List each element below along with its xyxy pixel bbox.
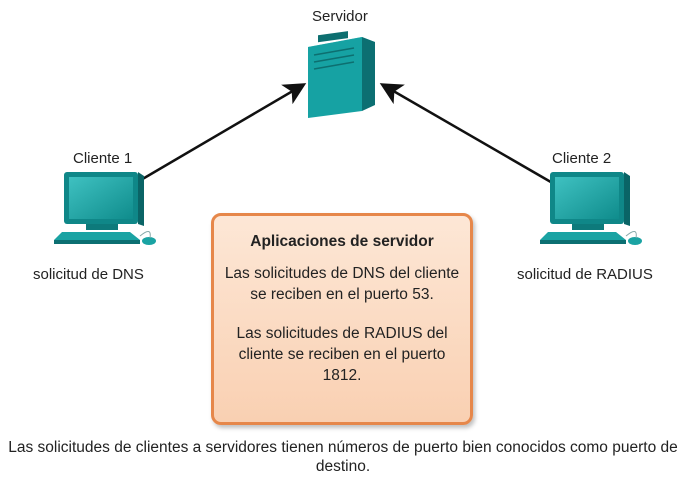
server-label: Servidor: [312, 8, 368, 25]
computer-icon: [54, 172, 156, 245]
radius-port-text: Las solicitudes de RADIUS del cliente se…: [236, 325, 448, 384]
computer-icon: [540, 172, 642, 245]
caption: Las solicitudes de clientes a servidores…: [8, 439, 678, 475]
client1-label: Cliente 1: [73, 150, 133, 167]
arrow-client1-to-server: [133, 83, 307, 186]
dns-port-text: Las solicitudes de DNS del cliente se re…: [224, 265, 460, 303]
client1-request-label: solicitud de DNS: [33, 266, 144, 283]
info-box-title: Aplicaciones de servidor: [250, 233, 434, 250]
server-applications-box: Aplicaciones de servidor Las solicitudes…: [211, 213, 473, 425]
client2-label: Cliente 2: [552, 150, 612, 167]
client2-request-label: solicitud de RADIUS: [517, 266, 653, 283]
server-icon: [308, 31, 375, 118]
arrow-client2-to-server: [379, 83, 557, 187]
